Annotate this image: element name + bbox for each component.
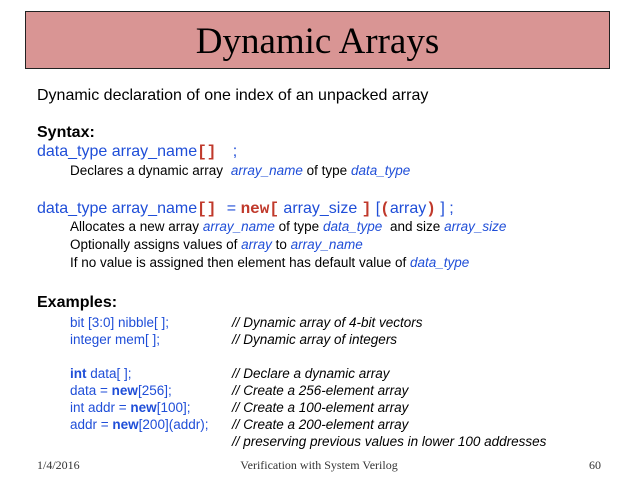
- footer-page-number: 60: [589, 458, 601, 472]
- example-comment-3: // Declare a dynamic array: [232, 366, 390, 381]
- syntax2-line1: Allocates a new array array_name of type…: [70, 219, 506, 234]
- syntax1-desc-b: array_name: [230, 163, 303, 178]
- example-comment-6: // Create a 200-element array: [232, 417, 409, 432]
- example-code-4-new: new: [111, 383, 138, 398]
- example-code-6-new: new: [112, 417, 139, 432]
- example-comment-7: // preserving previous values in lower 1…: [232, 434, 547, 449]
- example-code-1: bit [3:0] nibble[ ];: [70, 315, 169, 330]
- footer-date: 1/4/2016: [37, 458, 80, 472]
- example-code-3: int data[ ];: [70, 366, 132, 381]
- syntax2-line1-b: array_name: [202, 219, 275, 234]
- example-comment-5: // Create a 100-element array: [232, 400, 409, 415]
- syntax2-line3-a: If no value is assigned then element has…: [70, 255, 407, 270]
- example-code-5: int addr = new[100];: [70, 400, 190, 415]
- syntax2-code-a: data_type array_name: [37, 200, 198, 217]
- syntax2-close-paren: ): [426, 200, 436, 218]
- syntax2-open-paren: (: [380, 200, 390, 218]
- example-code-6-b: [200](addr);: [138, 417, 209, 432]
- example-code-3-text: data[ ];: [86, 366, 132, 381]
- syntax2-open-optional: [: [375, 200, 381, 217]
- syntax2-array: array: [389, 200, 427, 217]
- syntax-heading: Syntax:: [37, 124, 95, 141]
- example-code-5-b: [100];: [156, 400, 191, 415]
- intro-text: Dynamic declaration of one index of an u…: [37, 87, 429, 104]
- example-code-2-text: integer mem[ ];: [70, 332, 161, 347]
- syntax1-semicolon: ;: [232, 143, 238, 160]
- syntax2-line2: Optionally assigns values of array to ar…: [70, 237, 363, 252]
- title-box: Dynamic Arrays: [25, 11, 610, 69]
- example-code-5-a: int addr =: [70, 400, 131, 415]
- syntax2-line2-d: array_name: [290, 237, 363, 252]
- syntax1-desc: Declares a dynamic array array_name of t…: [70, 163, 410, 178]
- syntax2-new: new[: [240, 200, 279, 218]
- syntax1-code-a: data_type array_name: [37, 143, 198, 160]
- syntax1-desc-c: of type: [306, 163, 348, 178]
- syntax1-brackets: []: [197, 143, 217, 161]
- syntax1-desc-a: Declares a dynamic array: [70, 163, 224, 178]
- syntax2-code: data_type array_name[] = new[ array_size…: [37, 200, 454, 218]
- example-code-3-keyword: int: [70, 366, 87, 381]
- syntax2-line3-b: data_type: [410, 255, 470, 270]
- example-code-5-new: new: [130, 400, 157, 415]
- example-code-1-text: bit [3:0] nibble[ ];: [70, 315, 170, 330]
- example-comment-2: // Dynamic array of integers: [232, 332, 398, 347]
- syntax2-line1-f: array_size: [444, 219, 507, 234]
- syntax2-line1-e: and size: [390, 219, 441, 234]
- example-code-4-a: data =: [70, 383, 112, 398]
- examples-heading: Examples:: [37, 294, 118, 311]
- example-comment-4: // Create a 256-element array: [232, 383, 409, 398]
- example-code-6-a: addr =: [70, 417, 113, 432]
- syntax2-line3: If no value is assigned then element has…: [70, 255, 469, 270]
- syntax2-size: array_size: [283, 200, 358, 217]
- footer-title: Verification with System Verilog: [240, 458, 398, 472]
- example-code-2: integer mem[ ];: [70, 332, 160, 347]
- syntax2-line2-c: to: [275, 237, 287, 252]
- example-comment-1: // Dynamic array of 4-bit vectors: [232, 315, 423, 330]
- slide-title: Dynamic Arrays: [195, 21, 440, 62]
- example-code-4: data = new[256];: [70, 383, 172, 398]
- syntax2-close-optional: ] ;: [440, 200, 454, 217]
- syntax1-desc-d: data_type: [350, 163, 411, 178]
- syntax2-line1-a: Allocates a new array: [70, 219, 200, 234]
- example-code-4-b: [256];: [137, 383, 172, 398]
- syntax1-code: data_type array_name[] ;: [37, 143, 237, 161]
- syntax2-brackets: []: [197, 200, 217, 218]
- syntax2-line2-b: array: [241, 237, 272, 252]
- syntax2-close-bracket: ]: [361, 200, 372, 218]
- syntax2-equals: =: [226, 200, 237, 217]
- syntax2-line1-c: of type: [278, 219, 320, 234]
- syntax2-line1-d: data_type: [322, 219, 383, 234]
- syntax2-line2-a: Optionally assigns values of: [70, 237, 238, 252]
- example-code-6: addr = new[200](addr);: [70, 417, 208, 432]
